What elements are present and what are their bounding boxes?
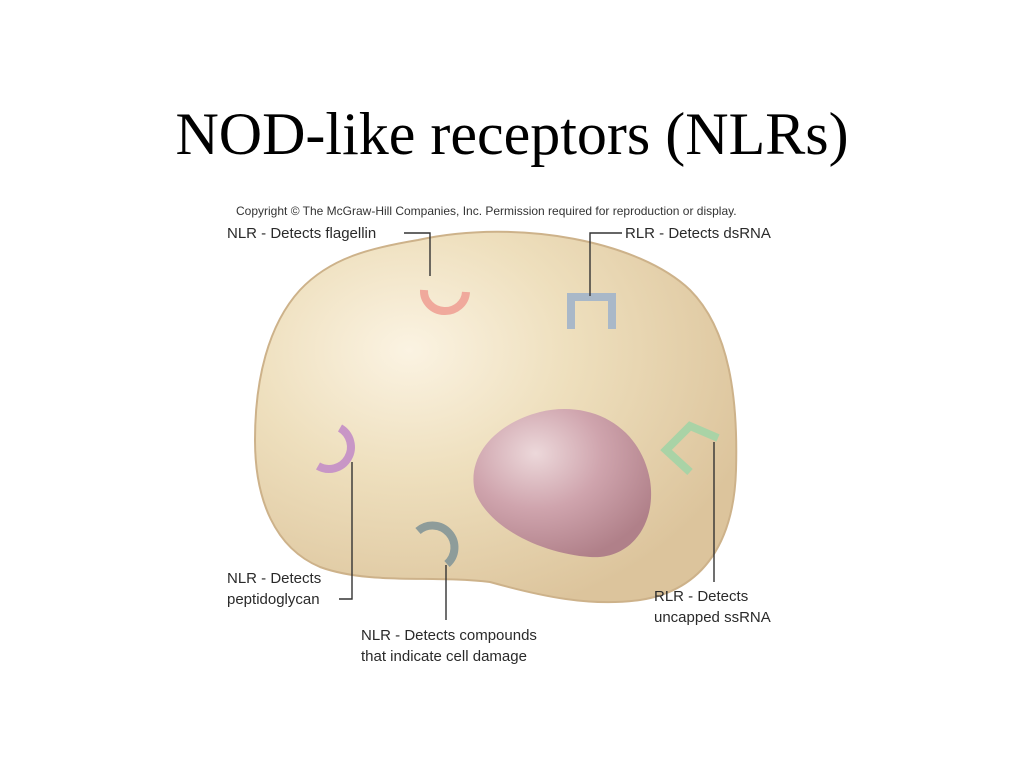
peptidoglycan-receptor-icon (316, 424, 355, 473)
cell-cytoplasm (253, 230, 738, 604)
label-flagellin: NLR - Detects flagellin (227, 225, 376, 242)
slide-title: NOD-like receptors (NLRs) (175, 101, 849, 167)
label-damage-line1: NLR - Detects compounds (361, 627, 537, 644)
cell-nucleus (473, 409, 652, 558)
dsrna-receptor-icon (567, 293, 616, 329)
ssrna-receptor-icon (660, 421, 720, 475)
damage-receptor-icon (415, 521, 459, 568)
flagellin-receptor-icon (420, 289, 470, 315)
label-ssrna-line2: uncapped ssRNA (654, 609, 771, 626)
label-peptidoglycan-line1: NLR - Detects (227, 570, 321, 587)
label-ssrna-line1: RLR - Detects (654, 588, 748, 605)
label-damage-line2: that indicate cell damage (361, 648, 527, 665)
label-dsrna: RLR - Detects dsRNA (625, 225, 771, 242)
label-peptidoglycan-line2: peptidoglycan (227, 591, 320, 608)
flagellin-leader-line (404, 232, 431, 276)
peptidoglycan-leader-line (339, 462, 353, 600)
copyright-notice: Copyright © The McGraw-Hill Companies, I… (236, 204, 737, 218)
dsrna-leader-line (589, 232, 622, 296)
